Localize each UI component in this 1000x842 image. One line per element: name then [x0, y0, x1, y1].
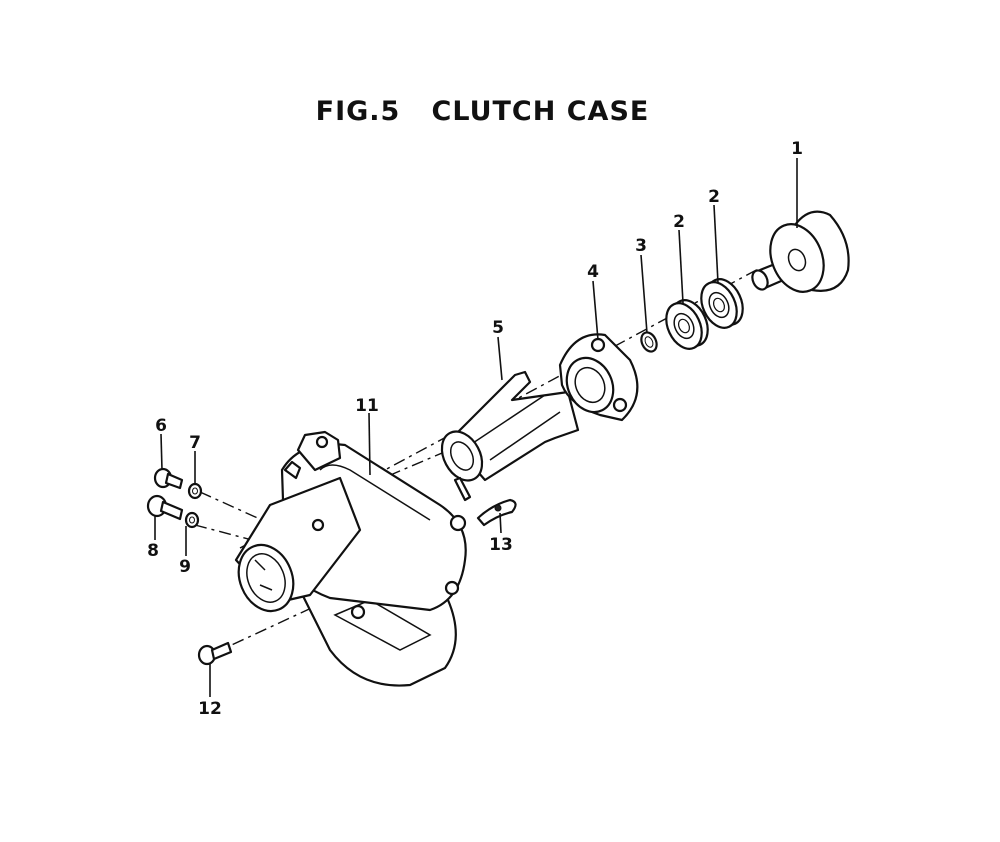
ball-bearing-2 [700, 278, 744, 329]
bolt-12 [197, 641, 233, 666]
callout-11: 11 [355, 396, 379, 416]
figure-title: FIG.5 CLUTCH CASE [315, 96, 650, 127]
callout-2b: 2 [673, 212, 685, 232]
washer-7 [187, 482, 203, 500]
callout-12: 12 [198, 699, 222, 719]
callout-1: 1 [791, 139, 803, 159]
callout-13: 13 [489, 535, 513, 555]
callout-7: 7 [189, 433, 201, 453]
clip-part [476, 498, 517, 527]
callout-numbers: 1 2 2 3 4 5 6 7 8 9 11 12 13 [147, 139, 803, 719]
callout-6: 6 [155, 416, 167, 436]
callout-9: 9 [179, 557, 191, 577]
washer-9 [184, 511, 200, 529]
callout-4: 4 [587, 262, 599, 282]
callout-2a: 2 [708, 187, 720, 207]
flange-plate [558, 333, 639, 422]
ball-bearing-1 [665, 299, 709, 350]
circlip [640, 331, 658, 353]
bolt-6 [153, 467, 184, 490]
callout-3: 3 [635, 236, 647, 256]
callout-5: 5 [492, 318, 504, 338]
callout-8: 8 [147, 541, 159, 561]
clutch-drum [751, 210, 850, 293]
clutch-case-housing [234, 430, 467, 687]
bolt-8 [146, 494, 184, 521]
leader-lines [154, 158, 798, 697]
guide-cone [440, 370, 580, 502]
